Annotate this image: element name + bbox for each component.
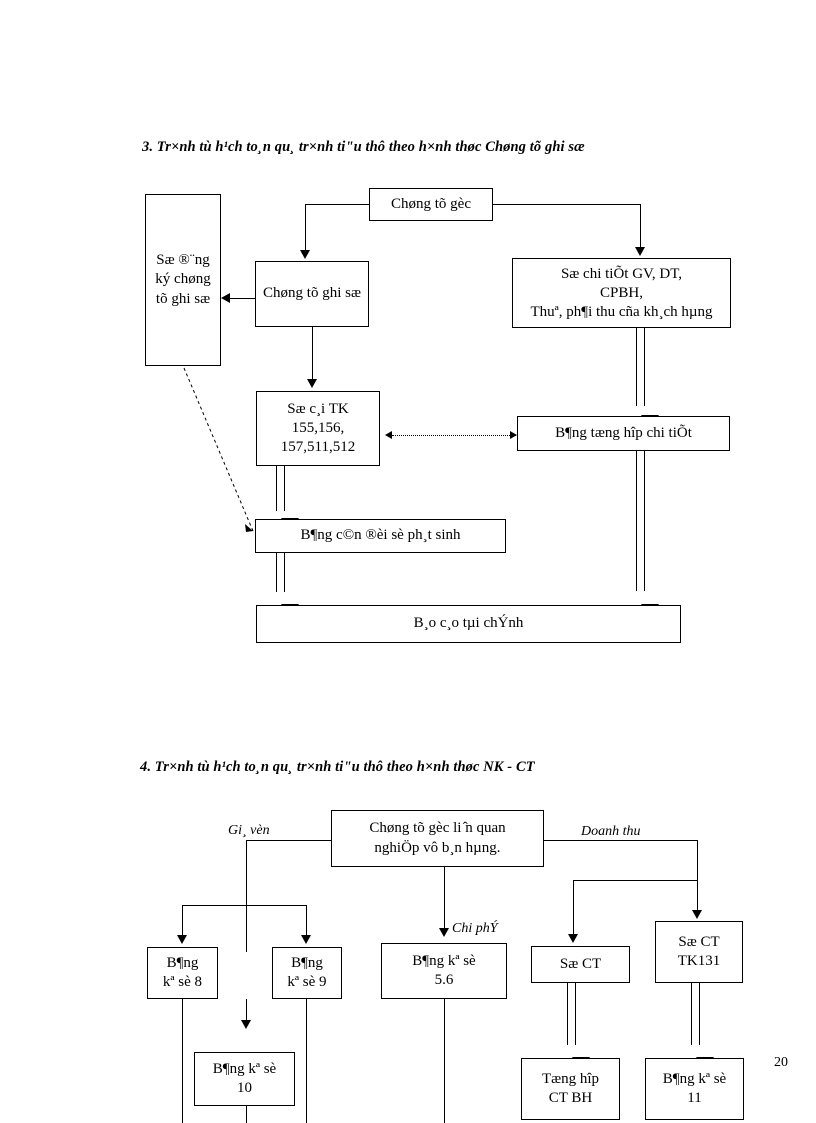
box-label: Sæ ®¨ng ký chøng tõ ghi sæ	[155, 252, 211, 307]
box-so-dang-ky-chung-tu-ghi-so: Sæ ®¨ng ký chøng tõ ghi sæ	[145, 194, 221, 366]
box-label-line2: 5.6	[434, 972, 454, 988]
connector-socai-to-bangcandoi	[276, 466, 285, 511]
section-4-heading: 4. Tr×nh tù h¹ch to¸n qu¸ tr×nh ti"u thô…	[140, 759, 535, 775]
connector-bangtonghop-to-baocao	[636, 451, 645, 591]
annotation-chi-phi: Chi phÝ	[452, 921, 498, 936]
box-tong-hop-ct-bh: Tæng hîp CT BH	[521, 1058, 620, 1120]
arrowhead-bangtonghop-dotted-right	[510, 431, 517, 439]
box-label-line1: B¶ng	[291, 954, 323, 971]
box-label-line1: Sæ chi tiÕt GV, DT,	[560, 266, 683, 282]
arrowhead-socai	[307, 379, 317, 388]
annotation-doanh-thu: Doanh thu	[581, 824, 641, 839]
box-label: Sæ CT	[559, 955, 602, 972]
connector-sochitiet-to-bangtonghop	[636, 328, 645, 406]
connector-ctgoc-to-sochitiet-h	[493, 204, 641, 205]
box-label-line1: Chøng tõ gèc li ̂n quan	[369, 820, 506, 837]
box-bang-ke-so-11: B¶ng kª sè 11	[645, 1058, 744, 1120]
page-number: 20	[774, 1055, 788, 1070]
box-label-line2: CPBH,	[600, 285, 643, 302]
connector-ctgoc-to-ctghiso-h	[305, 204, 369, 205]
arrowhead-bangke56	[439, 928, 449, 937]
box-bang-ke-so-5-6: B¶ng kª sè 5.6	[381, 943, 507, 999]
connector-ctghiso-to-sodangky	[230, 298, 255, 299]
connector-bk9-down	[306, 999, 307, 1123]
box-label-line1: Tæng hîp	[541, 1070, 600, 1087]
arrowhead-ctghiso	[300, 250, 310, 259]
box-so-ct: Sæ CT	[531, 946, 630, 983]
box-so-ct-tk131: Sæ CT TK131	[655, 921, 743, 983]
box-label-line3: Thuª, ph¶i thu cña kh¸ch hµng	[530, 304, 713, 321]
connector-ctgoc-left-h	[246, 840, 331, 841]
box-label-line2: kª sè 9	[287, 974, 327, 990]
connector-ctgoc-to-sochitiet-v	[640, 204, 641, 248]
box-bang-can-doi-so-phat-sinh: B¶ng c©n ®èi sè ph¸t sinh	[255, 519, 506, 553]
connector-ctgoc-to-ctghiso-v	[305, 204, 306, 251]
box-so-chi-tiet: Sæ chi tiÕt GV, DT, CPBH, Thuª, ph¶i thu…	[512, 258, 731, 328]
box-label-line1: B¶ng kª sè	[412, 952, 476, 969]
box-chung-tu-ghi-so: Chøng tõ ghi sæ	[255, 261, 369, 327]
box-label-line1: B¶ng kª sè	[212, 1060, 277, 1077]
arrowhead-sochitiet	[635, 247, 645, 256]
box-label-line2: CT BH	[548, 1090, 593, 1106]
box-label-line2: TK131	[677, 953, 721, 969]
box-bang-ke-so-8: B¶ng kª sè 8	[147, 947, 218, 999]
box-label: B¸o c¸o tµi chÝnh	[413, 615, 524, 632]
connector-bangcandoi-to-baocao	[276, 553, 285, 592]
section-3-heading: 3. Tr×nh tù h¹ch to¸n qu¸ tr×nh ti"u thô…	[142, 139, 585, 155]
box-chung-tu-goc: Chøng tõ gèc	[369, 188, 493, 221]
arrowhead-bangke9	[301, 935, 311, 944]
box-label-line1: B¶ng kª sè	[662, 1070, 727, 1087]
box-label-line2: kª sè 8	[162, 974, 203, 990]
arrowhead-sodangky	[221, 293, 230, 303]
connector-soct131-to-bk11	[691, 983, 700, 1045]
box-bang-tong-hop-chi-tiet: B¶ng tæng hîp chi tiÕt	[517, 416, 730, 451]
connector-soct-to-tonghop	[567, 983, 576, 1045]
box-label-line2: 11	[687, 1090, 702, 1106]
box-label-line1: Sæ CT	[678, 933, 720, 950]
connector-bangtonghop-to-socai-dotted	[392, 435, 516, 436]
box-chung-tu-goc-lien-quan: Chøng tõ gèc li ̂n quan nghiÖp vô b¸n hµ…	[331, 810, 544, 867]
box-label-line2: 10	[237, 1080, 252, 1096]
box-label-line2: nghiÖp vô b¸n hµng.	[374, 839, 501, 856]
arrowhead-soct	[568, 934, 578, 943]
box-bang-ke-so-10: B¶ng kª sè 10	[194, 1052, 295, 1106]
connector-branch-bar-bk8-bk9	[182, 905, 307, 906]
box-label: Chøng tõ ghi sæ	[263, 285, 361, 302]
box-label: B¶ng c©n ®èi sè ph¸t sinh	[300, 527, 461, 544]
connector-bk8-down	[182, 999, 183, 1123]
box-bang-ke-so-9: B¶ng kª sè 9	[272, 947, 342, 999]
connector-doanhthu-branch-h	[573, 880, 698, 881]
connector-doanhthu-to-soct-v	[573, 880, 574, 934]
box-label-line2: 155,156,	[291, 419, 345, 436]
box-label: B¶ng tæng hîp chi tiÕt	[555, 424, 692, 441]
connector-ctghiso-to-socai	[312, 327, 313, 380]
connector-giavon-to-bk10-v	[246, 999, 247, 1023]
box-label-line3: 157,511,512	[280, 439, 356, 456]
connector-to-bk8-v	[182, 905, 183, 936]
connector-bk10-down	[246, 1106, 247, 1123]
box-label-line1: B¶ng	[166, 954, 199, 971]
box-label: Chøng tõ gèc	[391, 195, 471, 212]
arrowhead-bangke8	[177, 935, 187, 944]
connector-to-bk9-v	[306, 905, 307, 936]
connector-bk56-down	[444, 999, 445, 1123]
connector-ctgoc-right-h	[544, 840, 697, 841]
arrowhead-socai-dotted-left	[385, 431, 392, 439]
box-label-line1: Sæ c¸i TK	[287, 400, 349, 417]
box-so-cai-tk: Sæ c¸i TK 155,156, 157,511,512	[256, 391, 380, 466]
arrowhead-bangke10	[241, 1020, 251, 1029]
box-bao-cao-tai-chinh: B¸o c¸o tµi chÝnh	[256, 605, 681, 643]
connector-ctgoc-to-bk56-v	[444, 867, 445, 929]
connector-giavon-trunk-v	[246, 840, 247, 952]
arrowhead-soct131	[692, 910, 702, 919]
annotation-gia-von: Gi¸ vèn	[228, 823, 270, 838]
connector-doanhthu-to-soct131-v	[697, 840, 698, 911]
